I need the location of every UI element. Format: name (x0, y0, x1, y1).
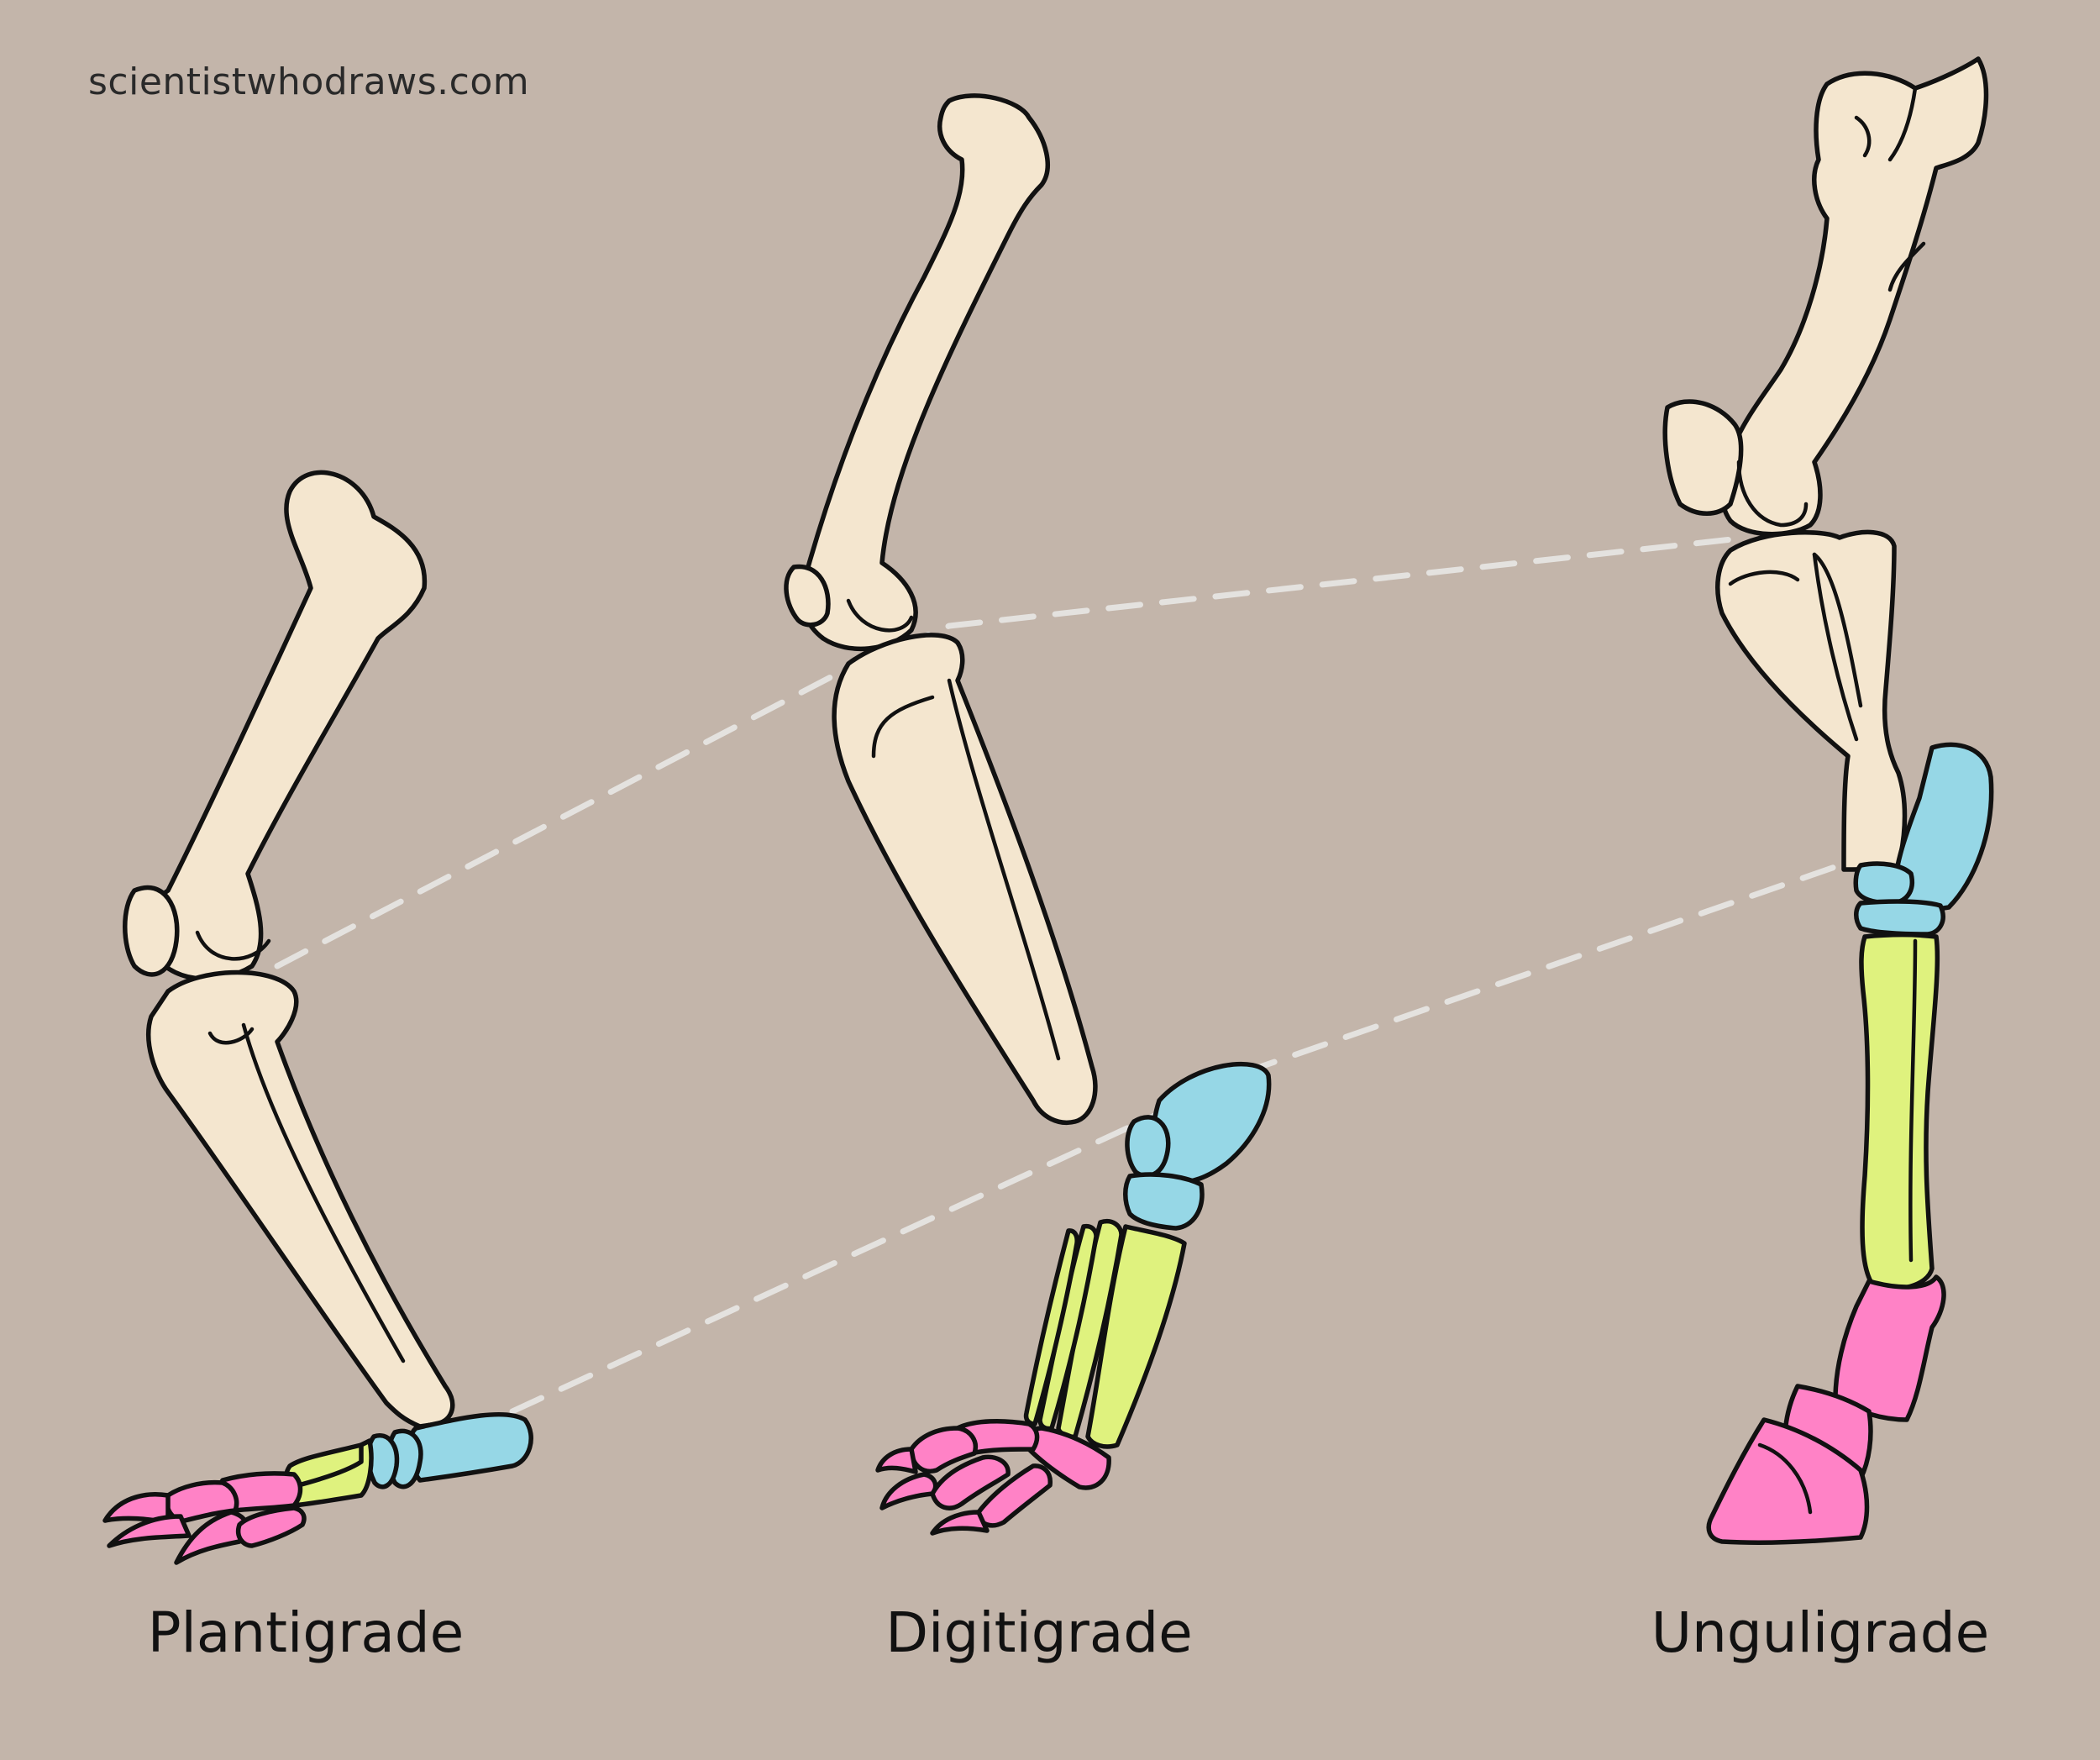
plantigrade-humerus (146, 470, 428, 981)
unguligrade-humerus (1719, 56, 1989, 537)
digitigrade-metacarpal-4 (1023, 1228, 1079, 1426)
digitigrade-metacarpal-1 (1085, 1224, 1187, 1449)
plantigrade-claw-2 (107, 1514, 192, 1548)
digitigrade-phalanx-5 (976, 1463, 1053, 1528)
unguligrade-carpal-row-2 (1854, 899, 1945, 937)
plantigrade-carpal-large (406, 1411, 533, 1483)
digitigrade-humerus (799, 93, 1050, 652)
digitigrade-elbow-cap (784, 564, 831, 628)
digitigrade-label: Digitigrade (885, 1600, 1193, 1665)
digitigrade-claw-3 (930, 1510, 990, 1536)
unguligrade-hoof (1706, 1417, 1870, 1545)
plantigrade-radius-ulna (146, 969, 455, 1429)
unguligrade-leg (1662, 56, 1994, 1545)
digitigrade-claw-1 (875, 1447, 918, 1474)
plantigrade-phalanx-3 (236, 1505, 307, 1548)
plantigrade-leg (102, 470, 533, 1565)
unguligrade-carpal-row-1 (1853, 861, 1914, 906)
digitigrade-leg (784, 93, 1272, 1536)
unguligrade-carpal-large (1892, 742, 1994, 912)
unguligrade-olecranon (1662, 399, 1744, 516)
digitigrade-radius-ulna (832, 633, 1098, 1125)
digitigrade-phalanx-4 (930, 1454, 1011, 1510)
digitigrade-carpal-3 (1123, 1172, 1205, 1231)
unguligrade-cannon-bone (1859, 933, 1940, 1291)
unguligrade-label: Unguligrade (1651, 1600, 1990, 1665)
unguligrade-radius-ulna (1715, 529, 1908, 872)
digitigrade-claw-2 (879, 1472, 938, 1510)
unguligrade-pastern (1833, 1274, 1946, 1422)
digitigrade-carpal-large (1150, 1061, 1272, 1187)
digitigrade-carpal-2 (1125, 1115, 1171, 1179)
digitigrade-phalanx-3 (909, 1426, 978, 1474)
plantigrade-elbow-cap (123, 885, 180, 977)
plantigrade-label: Plantigrade (147, 1600, 465, 1665)
site-watermark: scientistwhodraws.com (88, 60, 530, 103)
